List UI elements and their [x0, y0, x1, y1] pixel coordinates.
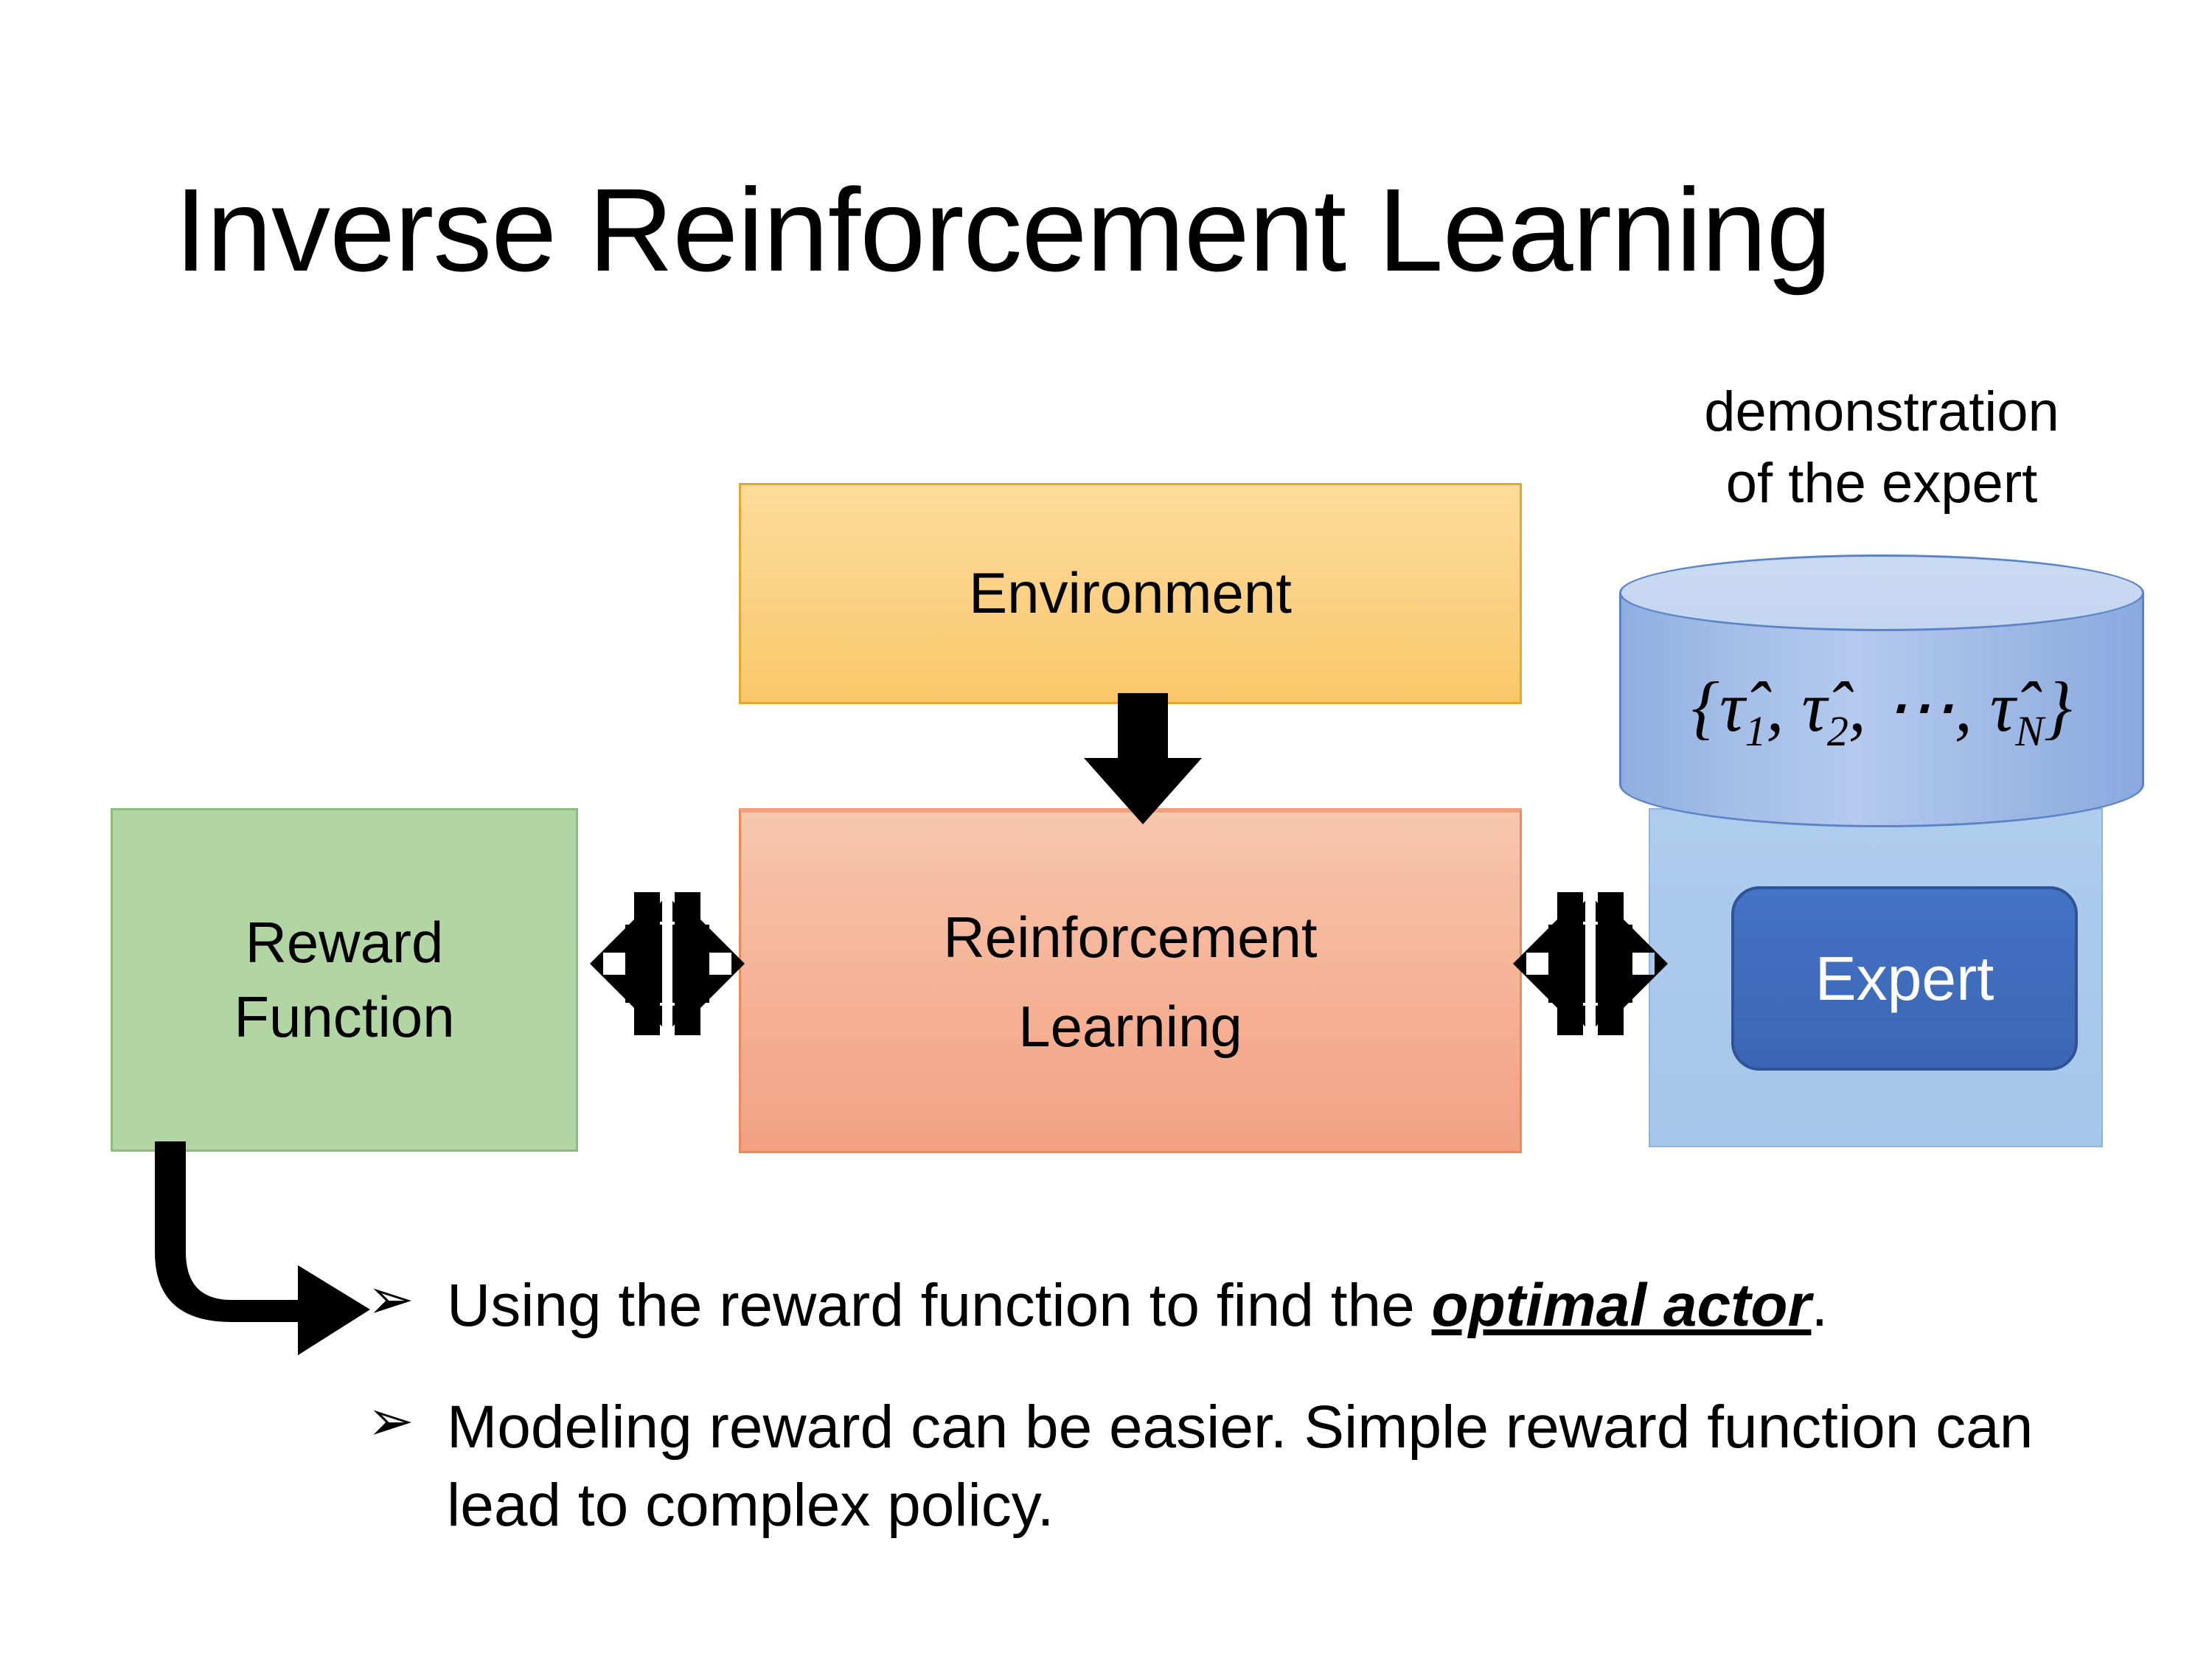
formula-sep-1: ,	[1766, 667, 1802, 746]
reward-function-label-line2: Function	[234, 984, 455, 1049]
trajectory-set-formula: {τ̂1, τ̂2, ⋯, τ̂N}	[1619, 665, 2144, 756]
environment-box-label: Environment	[969, 560, 1292, 626]
formula-close-brace: }	[2043, 667, 2073, 746]
quad-arrow-icon-right	[1513, 879, 1668, 1048]
formula-tau-n: τ̂	[1989, 667, 2016, 746]
expert-box-label: Expert	[1815, 943, 1994, 1013]
environment-box[interactable]: Environment	[739, 483, 1522, 704]
formula-sub-n: N	[2015, 707, 2044, 756]
down-arrow-icon	[1084, 693, 1202, 824]
reinforcement-learning-box[interactable]: Reinforcement Learning	[739, 808, 1522, 1153]
demonstration-cylinder: {τ̂1, τ̂2, ⋯, τ̂N}	[1619, 554, 2144, 829]
reinforcement-learning-label-line1: Reinforcement	[943, 904, 1318, 970]
reward-function-label-line1: Reward	[245, 909, 444, 975]
bullet-arrow-icon: ➢	[367, 1268, 414, 1331]
reinforcement-learning-label-line2: Learning	[1018, 993, 1242, 1059]
demonstration-caption: demonstration of the expert	[1646, 376, 2118, 520]
formula-tau-1: τ̂	[1719, 667, 1745, 746]
bullet-1-emphasis: optimal actor	[1431, 1272, 1812, 1339]
demonstration-caption-line1: demonstration	[1704, 380, 2059, 443]
quad-arrow-icon-left	[590, 879, 745, 1048]
formula-open-brace: {	[1691, 667, 1720, 746]
list-item: ➢ Using the reward function to find the o…	[367, 1267, 2063, 1346]
formula-sub-2: 2	[1826, 707, 1848, 756]
bullet-arrow-icon: ➢	[367, 1389, 414, 1453]
bullet-1-text-before: Using the reward function to find the	[447, 1272, 1432, 1339]
cylinder-body	[1619, 593, 2144, 827]
expert-box[interactable]: Expert	[1731, 886, 2078, 1071]
bent-elbow-arrow-icon	[155, 1141, 370, 1355]
cylinder-top-ellipse	[1619, 554, 2144, 631]
demonstration-caption-line2: of the expert	[1725, 452, 2038, 515]
reward-function-box[interactable]: Reward Function	[111, 808, 578, 1152]
formula-sep-2: , ⋯,	[1848, 667, 1990, 746]
bullet-list: ➢ Using the reward function to find the o…	[367, 1267, 2063, 1545]
page-title: Inverse Reinforcement Learning	[174, 164, 1832, 296]
list-item: ➢ Modeling reward can be easier. Simple r…	[367, 1388, 2063, 1545]
bullet-1-text-after: .	[1811, 1272, 1829, 1339]
formula-sub-1: 1	[1745, 707, 1767, 756]
bullet-2-text-before: Modeling reward can be easier. Simple re…	[447, 1393, 2034, 1540]
formula-tau-2: τ̂	[1801, 667, 1827, 746]
